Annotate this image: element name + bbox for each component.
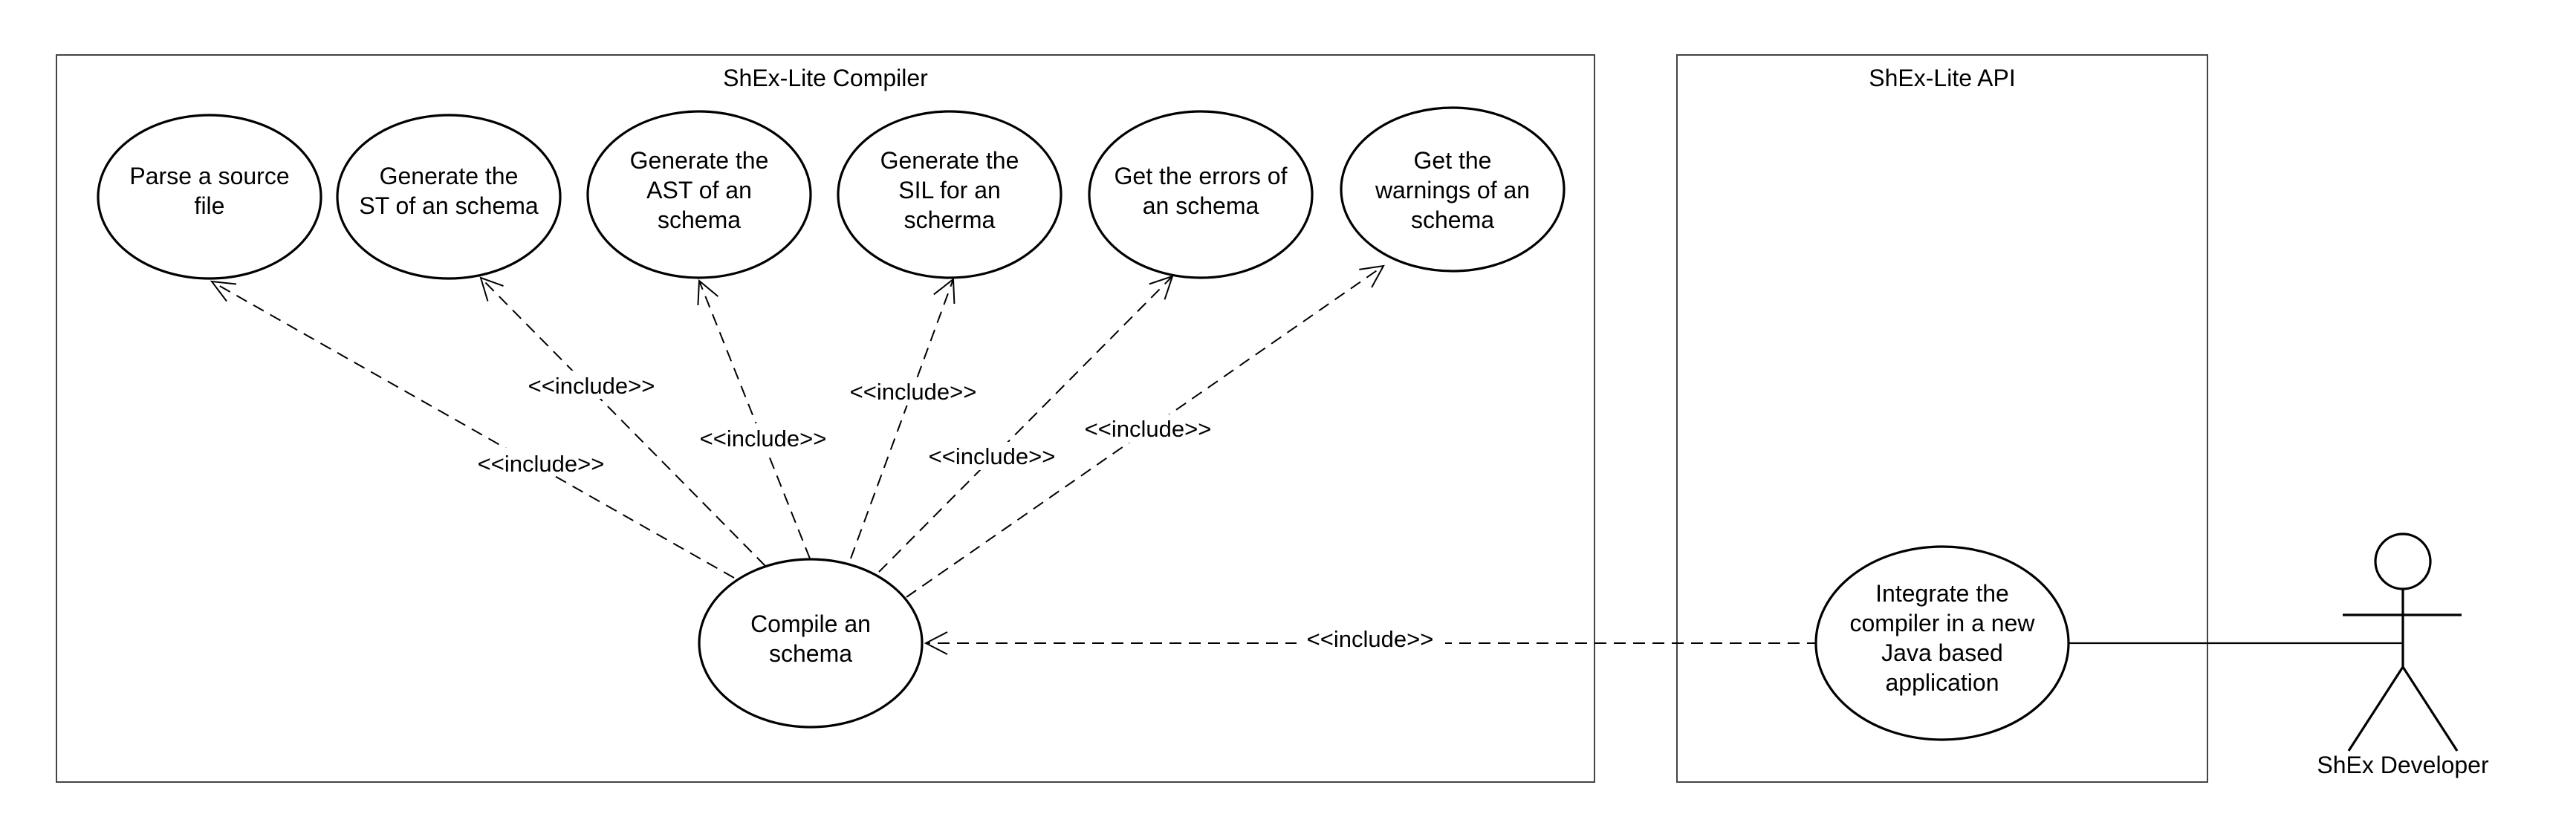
boundary-title: ShEx-Lite API [1869,65,2015,91]
include-label: <<include>> [1307,626,1434,652]
include-label-background [519,371,667,399]
include-relation-compile-schema: <<include>> [924,626,1819,655]
use-case-label-line-1: Generate the [630,147,769,174]
use-case-parse-source[interactable]: Parse a source file [97,114,322,280]
use-case-label-line-1: Generate the [880,147,1019,174]
actor-shex-developer[interactable]: ShEx Developer [2317,533,2489,778]
include-line [480,277,766,567]
stick-figure-icon [2343,533,2462,752]
arrow-head-icon [1359,264,1385,288]
use-case-integrate-compiler[interactable]: Integrate the compiler in a new Java bas… [1814,545,2070,741]
include-line [698,280,811,559]
use-case-ellipse [1088,110,1314,279]
include-label: <<include>> [929,443,1056,469]
actor-left-leg [2347,666,2404,752]
use-case-label-line-3: schema [658,206,741,233]
use-case-label-line-3: Java based [1881,639,2003,666]
use-case-generate-ast[interactable]: Generate the AST of an schema [586,110,812,279]
use-case-ellipse [586,110,812,279]
use-case-label-line-2: an schema [1143,192,1259,219]
boundary-title: ShEx-Lite Compiler [723,65,928,91]
use-case-label-line-1: Compile an [750,610,871,637]
arrow-head-icon [933,278,956,304]
use-case-get-warnings[interactable]: Get the warnings of an schema [1340,106,1566,273]
use-case-label-line-3: schema [1411,206,1494,233]
use-case-ellipse [336,114,562,280]
use-case-generate-st[interactable]: Generate the ST of an schema [336,114,562,280]
include-label: <<include>> [1085,416,1212,442]
use-case-label-line-2: file [195,192,225,219]
boundary-frame [56,54,1595,783]
use-case-label-line-1: Integrate the [1875,580,2009,607]
use-case-label-line-2: AST of an [646,177,752,203]
use-case-ellipse [698,558,924,729]
include-label-background [468,448,617,476]
include-label: <<include>> [700,426,827,452]
include-relation-parse-source: <<include>> [210,280,735,579]
include-label-background [1297,627,1445,655]
use-case-ellipse [837,110,1062,279]
use-case-ellipse [97,114,322,280]
include-line [211,281,735,579]
include-line [878,276,1173,573]
arrow-head-icon [479,276,504,302]
include-line [850,279,954,559]
include-label: <<include>> [850,379,977,405]
use-case-label-line-2: SIL for an [898,177,1001,203]
include-dependencies: <<include>> <<include>> <<include>> <<in… [210,264,1819,655]
actor-label: ShEx Developer [2317,752,2489,778]
include-relation-generate-ast: <<include>> [690,279,838,559]
include-label-background [1075,414,1224,443]
include-label: <<include>> [478,451,605,477]
use-case-ellipse [1814,545,2070,741]
include-relation-get-warnings: <<include>> [906,264,1385,598]
include-label-background [918,442,1067,470]
boundary-frame [1676,54,2208,783]
use-case-compile-schema[interactable]: Compile an schema [698,558,924,729]
arrow-head-icon [1149,275,1174,300]
use-case-label-line-2: compiler in a new [1850,610,2036,636]
use-case-label-line-1: Generate the [380,163,519,189]
actor-right-leg [2401,666,2459,752]
include-label: <<include>> [528,373,655,399]
include-relation-get-errors: <<include>> [878,275,1174,573]
arrow-head-icon [924,631,948,655]
include-label-background [840,377,988,406]
include-label-background [690,423,838,452]
use-case-label-line-1: Get the [1414,147,1492,174]
use-case-label-line-2: ST of an schema [359,192,539,219]
use-case-get-errors[interactable]: Get the errors of an schema [1088,110,1314,279]
use-case-label-line-4: application [1886,669,1999,696]
arrow-head-icon [210,280,237,302]
arrow-head-icon [697,279,719,306]
boundary-shex-lite-api: ShEx-Lite API [1676,54,2208,783]
use-case-label-line-1: Get the errors of [1115,163,1288,189]
include-relation-generate-sil: <<include>> [840,278,988,559]
use-case-label-line-2: warnings of an [1375,177,1530,203]
use-case-label-line-1: Parse a source [129,163,289,189]
use-case-ellipse [1340,106,1566,273]
boundary-shex-lite-compiler: ShEx-Lite Compiler [56,54,1595,783]
use-case-generate-sil[interactable]: Generate the SIL for an scherma [837,110,1062,279]
actor-head [2374,533,2432,590]
use-case-label-line-2: schema [769,640,852,667]
include-relation-generate-st: <<include>> [479,276,766,567]
use-case-label-line-3: scherma [904,206,996,233]
